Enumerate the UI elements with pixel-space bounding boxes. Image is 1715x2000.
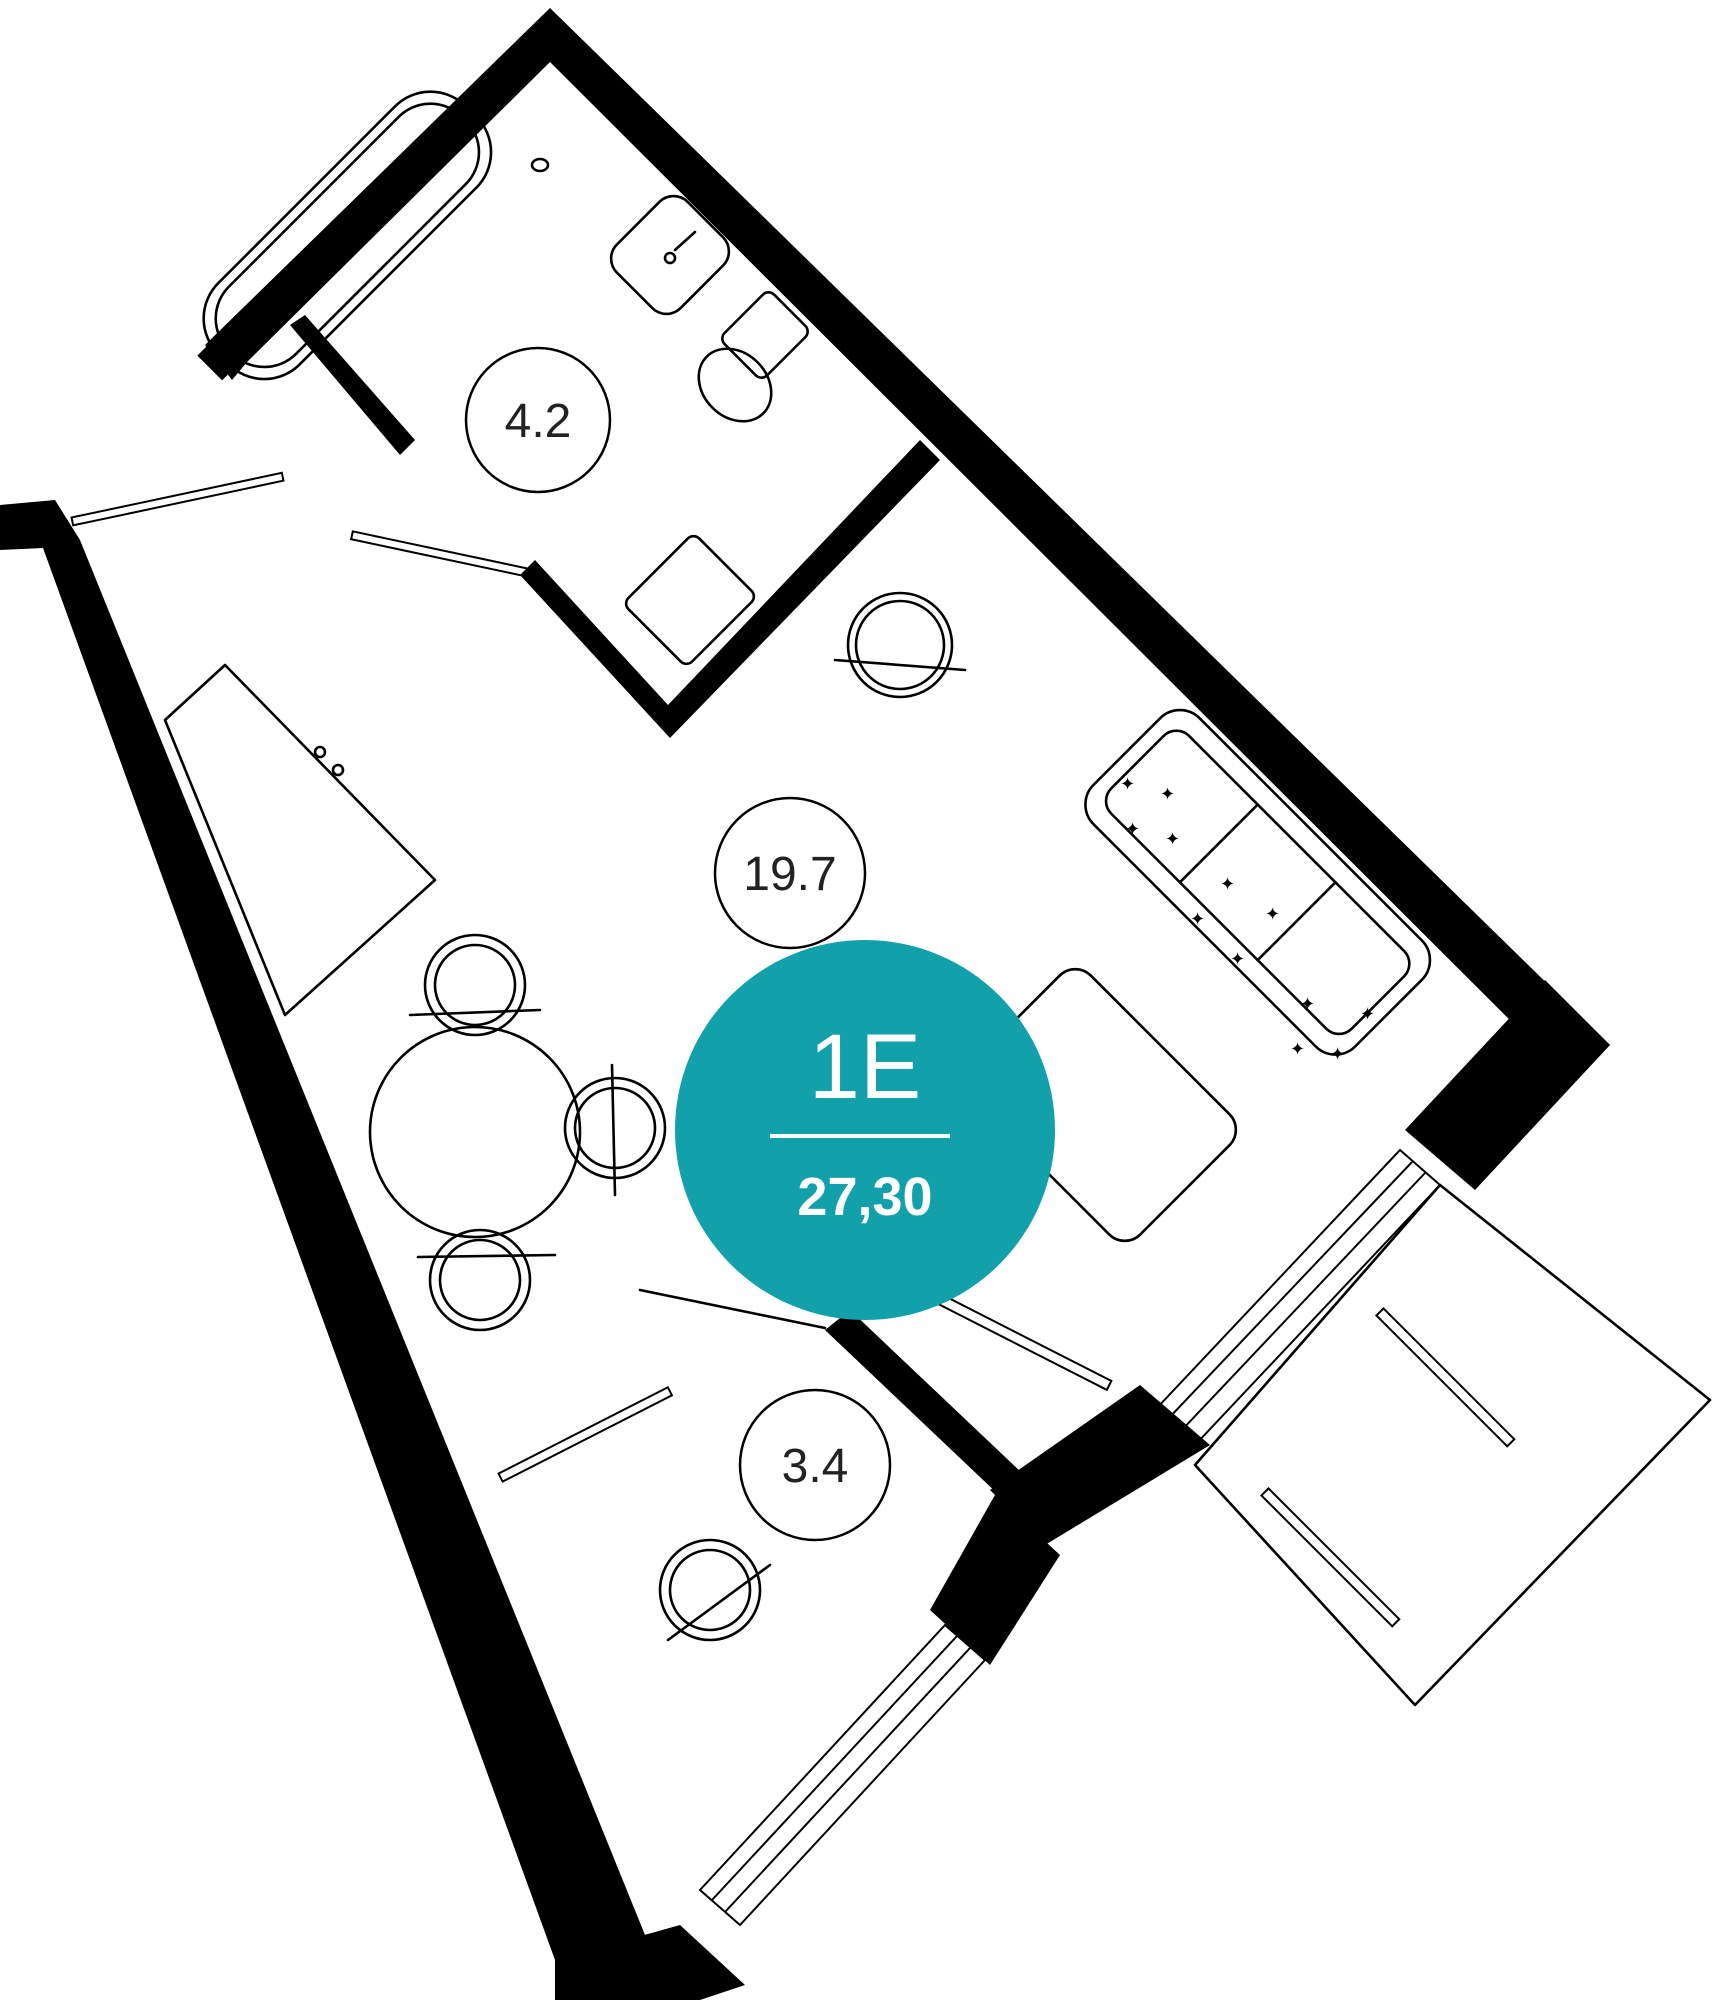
washing-machine-icon [624,534,756,666]
svg-text:✦: ✦ [1330,1044,1345,1065]
window-balcony [1153,1148,1442,1447]
svg-text:✦: ✦ [1165,829,1180,850]
svg-text:✦: ✦ [1290,1039,1305,1060]
unit-badge-circle [675,940,1055,1320]
windows [698,1148,1442,1927]
hall-partition-wall [825,1310,1040,1515]
room-label-hall: 3.4 [738,1388,892,1542]
balcony-wall-lower [930,1495,1060,1665]
walls [0,8,1610,2000]
svg-text:✦: ✦ [1220,874,1235,895]
room-area-bathroom: 4.2 [505,395,572,448]
room-label-bathroom: 4.2 [464,346,612,494]
bottom-corner-wall [555,1925,745,2000]
unit-code: 1E [809,1016,922,1118]
unit-badge: 1E 27,30 [675,940,1055,1320]
dining-table-icon [368,1025,582,1239]
entry-door [70,471,285,527]
wardrobe-icon [163,663,437,1017]
left-outer-wall [0,500,645,1965]
balcony-wall-upper [990,1385,1210,1545]
balcony-icon [1193,1183,1712,1707]
svg-text:✦: ✦ [1230,949,1245,970]
hall-door [497,1385,674,1483]
svg-text:✦: ✦ [1265,904,1280,925]
svg-text:✦: ✦ [1120,774,1135,795]
sofa-icon: ✦ ✦ ✦ ✦ ✦ ✦ ✦ ✦ ✦ ✦ ✦ ✦ [1084,708,1432,1065]
right-outer-wall [1405,980,1610,1190]
svg-text:✦: ✦ [1190,909,1205,930]
bathtub-icon [202,90,550,381]
svg-text:✦: ✦ [1360,1004,1375,1025]
room-area-hall: 3.4 [782,1440,849,1493]
sink-icon [609,194,731,316]
svg-text:✦: ✦ [1160,784,1175,805]
room-label-studio: 19.7 [713,796,867,950]
window-hall [698,1623,987,1927]
svg-text:✦: ✦ [1125,819,1140,840]
unit-total-area: 27,30 [797,1167,932,1227]
bathroom-door [349,530,531,578]
room-area-studio: 19.7 [743,848,836,901]
svg-text:✦: ✦ [1300,994,1315,1015]
toilet-icon [697,291,809,423]
bathroom-wall-stub [290,315,415,455]
bathroom-top-wall [205,8,1610,1080]
bathroom-partition-wall [520,440,940,738]
chair-icon [408,933,772,1642]
armchair-icon [833,591,967,699]
